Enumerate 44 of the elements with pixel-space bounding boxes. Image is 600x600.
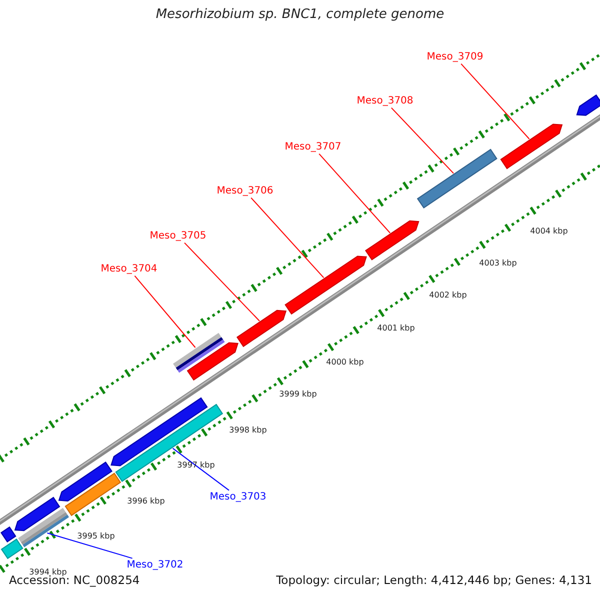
scale-label: 3997 kbp — [177, 460, 215, 470]
leader-line — [46, 532, 133, 559]
scale-label: 3998 kbp — [229, 425, 267, 435]
scale-label: 4001 kbp — [377, 323, 415, 333]
gene-feature — [64, 472, 122, 516]
gene-feature — [18, 508, 69, 548]
scale-label: 3995 kbp — [77, 531, 115, 541]
gene-feature — [0, 538, 24, 560]
gene-feature — [236, 310, 287, 348]
leader-line — [318, 153, 391, 234]
accession-note: Accession: NC_008254 — [9, 574, 140, 588]
scale-label: 4003 kbp — [479, 258, 517, 268]
gene-label: Meso_3702 — [126, 559, 184, 571]
gene-feature — [576, 94, 600, 116]
scale-label: 3999 kbp — [279, 389, 317, 399]
gene-feature — [365, 220, 420, 260]
leader-line — [184, 242, 260, 322]
gene-label: Meso_3703 — [210, 491, 266, 503]
gene-label: Meso_3705 — [150, 230, 206, 242]
scale-label: 4000 kbp — [326, 357, 364, 367]
leader-line — [390, 107, 454, 174]
gene-feature — [186, 342, 238, 381]
gene-label: Meso_3708 — [356, 95, 414, 107]
gene-feature — [173, 332, 225, 373]
title: Mesorhizobium sp. BNC1, complete genome — [154, 8, 446, 23]
gene-label: Meso_3704 — [100, 263, 158, 275]
scale-label: 4002 kbp — [429, 290, 467, 300]
gene-feature — [284, 256, 367, 315]
scale-label: 4004 kbp — [530, 226, 568, 236]
genome-stats: Topology: circular; Length: 4,412,446 bp; Genes: 4,131 — [276, 574, 592, 588]
gene-feature — [14, 496, 60, 532]
leader-line — [172, 448, 230, 491]
gene-label: Meso_3706 — [216, 185, 274, 197]
gene-feature — [58, 462, 112, 502]
leader-line — [250, 197, 324, 278]
gene-feature — [500, 124, 563, 170]
gene-feature — [416, 148, 498, 208]
scale-label: 3994 kbp — [29, 567, 67, 576]
gene-label: Meso_3709 — [426, 51, 484, 63]
gene-feature — [115, 404, 224, 482]
leader-line — [460, 63, 530, 140]
gene-label: Meso_3707 — [284, 141, 342, 153]
leader-line — [134, 275, 196, 348]
scale-label: 3996 kbp — [127, 496, 165, 506]
